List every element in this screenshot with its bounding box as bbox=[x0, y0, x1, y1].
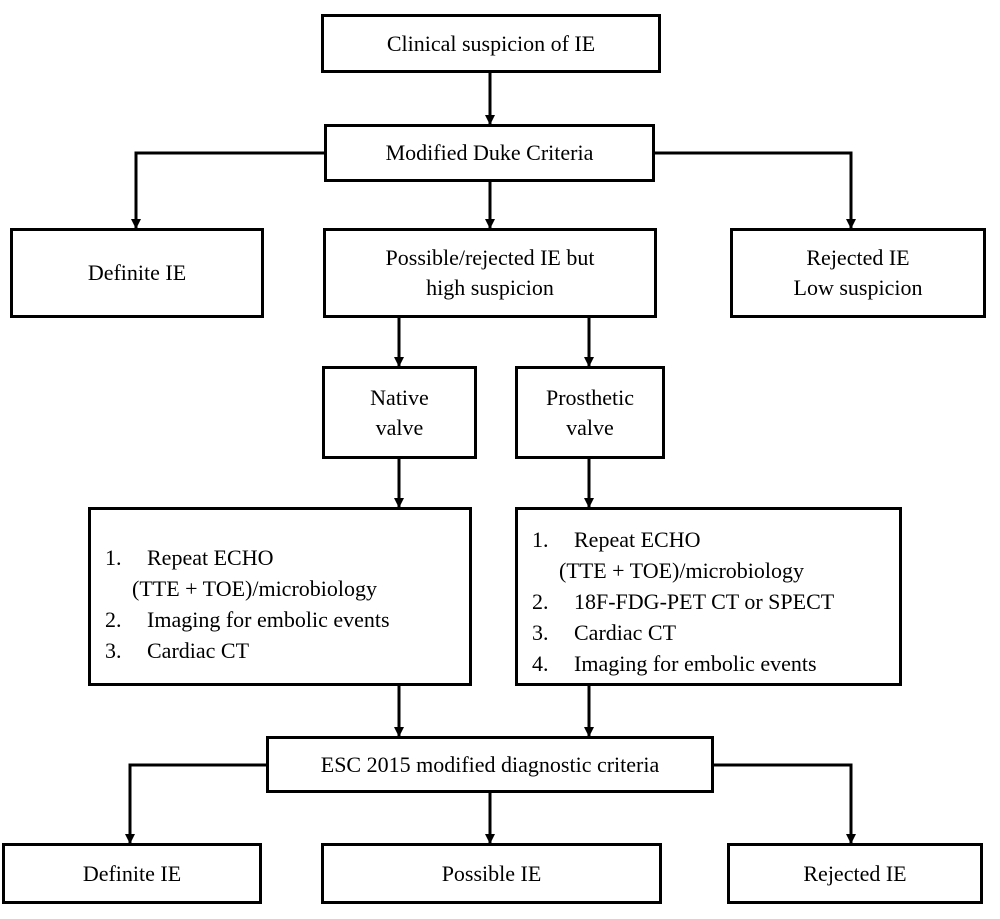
clinical-suspicion-box: Clinical suspicion of IE bbox=[321, 14, 661, 73]
native-step-item: 3. Cardiac CT bbox=[105, 635, 390, 666]
prosthetic-step-item: 4. Imaging for embolic events bbox=[532, 648, 834, 679]
prosthetic-step-text: Cardiac CT bbox=[574, 620, 677, 645]
rejected-ie-bottom-label: Rejected IE bbox=[803, 860, 907, 886]
native-steps-list: 1. Repeat ECHO (TTE + TOE)/microbiology … bbox=[105, 542, 390, 666]
esc-criteria-box: ESC 2015 modified diagnostic criteria bbox=[266, 736, 714, 793]
native-step-text-cont: (TTE + TOE)/microbiology bbox=[132, 576, 377, 601]
arrow-esc-to-rejected bbox=[714, 763, 856, 844]
native-step-text: Imaging for embolic events bbox=[147, 607, 390, 632]
possible-ie-bottom-box: Possible IE bbox=[321, 843, 662, 904]
prosthetic-steps-box: 1. Repeat ECHO (TTE + TOE)/microbiology … bbox=[515, 507, 902, 686]
native-steps-box: 1. Repeat ECHO (TTE + TOE)/microbiology … bbox=[88, 507, 472, 686]
prosthetic-step-number: 3. bbox=[532, 620, 549, 645]
definite-ie-bottom-label: Definite IE bbox=[82, 860, 182, 886]
possible-rejected-line2: high suspicion bbox=[426, 275, 554, 300]
rejected-low-line1: Rejected IE bbox=[806, 245, 910, 270]
arrow-duke-to-definite bbox=[131, 151, 324, 229]
rejected-low-box: Rejected IE Low suspicion bbox=[730, 228, 986, 318]
prosthetic-step-text: 18F-FDG-PET CT or SPECT bbox=[574, 589, 835, 614]
definite-ie-top-box: Definite IE bbox=[10, 228, 264, 318]
modified-duke-box: Modified Duke Criteria bbox=[324, 124, 655, 182]
native-step-number: 1. bbox=[105, 545, 122, 570]
native-step-text: Repeat ECHO bbox=[147, 545, 274, 570]
definite-ie-top-label: Definite IE bbox=[87, 260, 187, 285]
native-valve-line1: Native bbox=[370, 384, 429, 410]
arrow-esc-to-definite bbox=[125, 763, 266, 844]
native-step-number: 2. bbox=[105, 607, 122, 632]
possible-rejected-box: Possible/rejected IE but high suspicion bbox=[323, 228, 657, 318]
definite-ie-bottom-box: Definite IE bbox=[2, 843, 262, 904]
prosthetic-step-number: 2. bbox=[532, 589, 549, 614]
rejected-ie-bottom-box: Rejected IE bbox=[727, 843, 983, 904]
native-step-item: 1. Repeat ECHO (TTE + TOE)/microbiology bbox=[105, 542, 390, 604]
native-step-number: 3. bbox=[105, 638, 122, 663]
prosthetic-step-item: 1. Repeat ECHO (TTE + TOE)/microbiology bbox=[532, 524, 834, 586]
prosthetic-step-item: 2. 18F-FDG-PET CT or SPECT bbox=[532, 586, 834, 617]
prosthetic-step-text: Repeat ECHO bbox=[574, 527, 701, 552]
arrow-duke-to-rejected bbox=[655, 151, 856, 229]
possible-rejected-line1: Possible/rejected IE but bbox=[385, 245, 595, 270]
prosthetic-valve-line1: Prosthetic bbox=[546, 384, 634, 410]
prosthetic-valve-box: Prosthetic valve bbox=[515, 366, 665, 459]
native-valve-box: Native valve bbox=[322, 366, 477, 459]
prosthetic-step-text: Imaging for embolic events bbox=[574, 651, 817, 676]
prosthetic-step-item: 3. Cardiac CT bbox=[532, 617, 834, 648]
native-step-text: Cardiac CT bbox=[147, 638, 250, 663]
clinical-suspicion-label: Clinical suspicion of IE bbox=[386, 30, 596, 56]
prosthetic-step-number: 1. bbox=[532, 527, 549, 552]
prosthetic-step-number: 4. bbox=[532, 651, 549, 676]
modified-duke-label: Modified Duke Criteria bbox=[385, 140, 594, 165]
native-valve-line2: valve bbox=[375, 414, 424, 440]
possible-ie-bottom-label: Possible IE bbox=[441, 860, 542, 886]
native-step-item: 2. Imaging for embolic events bbox=[105, 604, 390, 635]
rejected-low-line2: Low suspicion bbox=[793, 275, 923, 300]
prosthetic-valve-line2: valve bbox=[566, 414, 614, 440]
prosthetic-step-text-cont: (TTE + TOE)/microbiology bbox=[559, 558, 804, 583]
prosthetic-steps-list: 1. Repeat ECHO (TTE + TOE)/microbiology … bbox=[532, 524, 834, 679]
esc-criteria-label: ESC 2015 modified diagnostic criteria bbox=[320, 751, 660, 777]
